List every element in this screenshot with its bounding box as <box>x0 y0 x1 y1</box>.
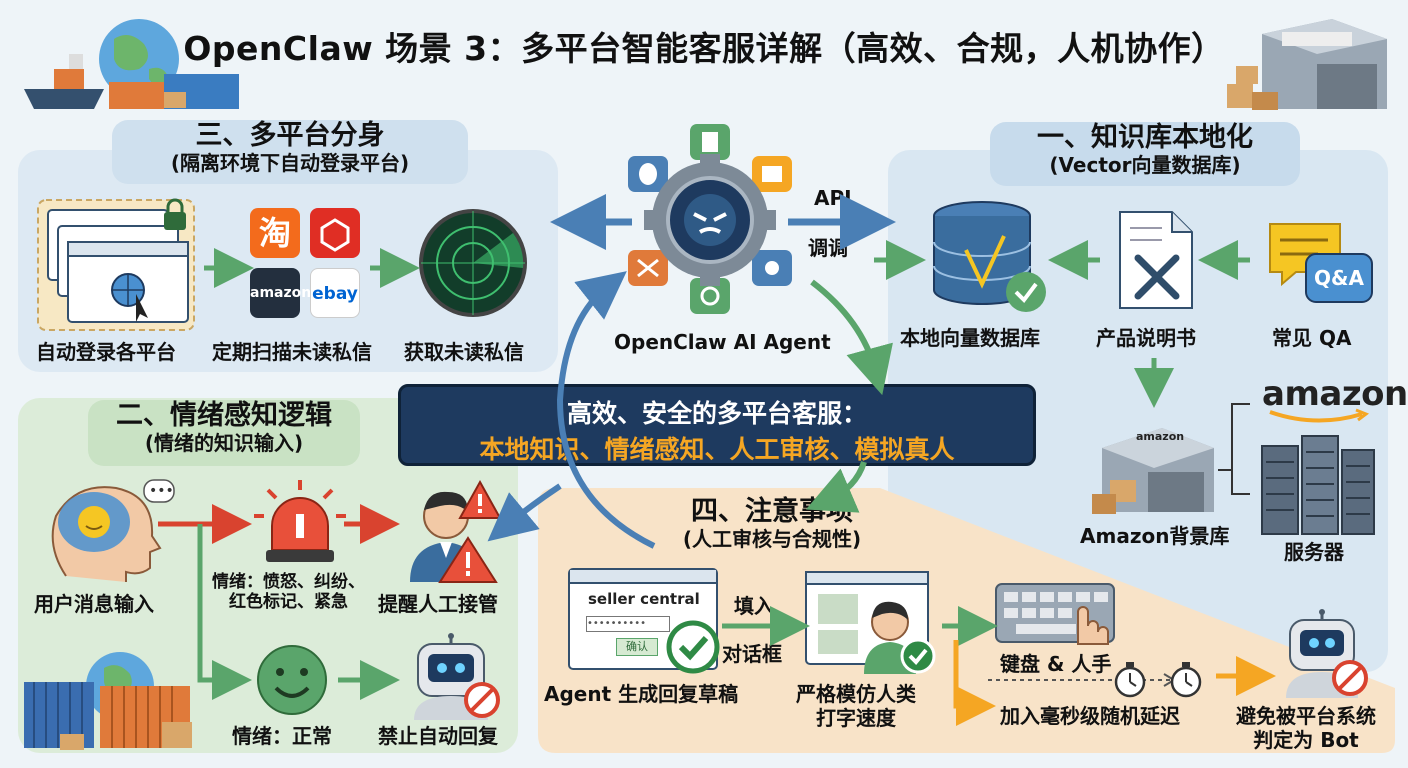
label-emotion-angry-line1: 情绪：愤怒、纠纷、 <box>212 572 365 592</box>
section1-title: 一、知识库本地化 <box>1037 122 1253 153</box>
platform-taobao-icon: 淘 <box>250 208 300 258</box>
section1-subtitle: (Vector向量数据库) <box>1049 152 1241 177</box>
label-mimic-typing: 严格模仿人类 打字速度 <box>796 682 916 730</box>
label-faq: 常见 QA <box>1272 326 1352 350</box>
check-circle-icon <box>666 620 720 674</box>
label-random-delay: 加入毫秒级随机延迟 <box>1000 704 1180 728</box>
label-mimic-typing-line2: 打字速度 <box>816 706 896 730</box>
label-product-manual: 产品说明书 <box>1096 326 1196 350</box>
robot-no-reply-icon <box>414 633 500 720</box>
platform-pinduoduo-icon <box>310 208 360 258</box>
label-no-auto-reply: 禁止自动回复 <box>378 724 498 748</box>
label-server: 服务器 <box>1284 540 1344 564</box>
label-vector-db: 本地向量数据库 <box>900 326 1040 350</box>
label-emotion-angry-line2: 红色标记、紧急 <box>229 592 348 613</box>
label-fetch-messages: 获取未读私信 <box>404 340 524 364</box>
platform-amazon-icon: amazon <box>250 268 311 318</box>
browser-windows-icon <box>37 198 195 331</box>
banner-line1: 高效、安全的多平台客服： <box>566 399 867 428</box>
label-auto-login: 自动登录各平台 <box>36 340 176 364</box>
label-emotion-normal: 情绪：正常 <box>232 724 332 748</box>
section3-subtitle: (隔离环境下自动登录平台) <box>170 150 410 175</box>
seller-central-logo: seller central <box>588 590 700 608</box>
robot-blocked-icon <box>1286 609 1368 698</box>
stopwatch-icons <box>988 662 1202 698</box>
amazon-smile-icon <box>1269 408 1370 423</box>
warehouse-corner-icon <box>1227 19 1387 110</box>
section4-subtitle: (人工审核与合规性) <box>682 526 862 551</box>
label-emotion-angry: 情绪：愤怒、纠纷、 红色标记、紧急 <box>212 572 365 613</box>
globe-ship-icon <box>24 19 239 109</box>
amazon-warehouse-icon <box>1092 428 1214 514</box>
product-manual-icon <box>1119 211 1193 309</box>
qa-icon-text: Q&A <box>1314 266 1364 290</box>
human-typing-icon <box>805 571 936 674</box>
label-agent-draft: Agent 生成回复草稿 <box>544 682 739 706</box>
section1-title-box: 一、知识库本地化 (Vector向量数据库) <box>990 122 1300 186</box>
radar-icon <box>419 209 527 317</box>
label-amazon-background: Amazon背景库 <box>1080 524 1230 548</box>
amazon-logo: amazon <box>1262 374 1408 414</box>
summary-banner: 高效、安全的多平台客服： 本地知识、情绪感知、人工审核、模拟真人 <box>398 384 1036 466</box>
keyboard-hand-icon <box>995 583 1115 645</box>
label-user-input: 用户消息输入 <box>34 592 154 616</box>
agent-gear-icon <box>628 124 792 314</box>
happy-face-icon <box>257 645 327 715</box>
label-dialog-box: 对话框 <box>722 642 782 666</box>
label-alert-human: 提醒人工接管 <box>378 592 498 616</box>
warehouse-sign-text: amazon <box>1136 430 1185 443</box>
section2-title: 二、情绪感知逻辑 <box>116 400 332 431</box>
label-fill-in: 填入 <box>734 594 774 618</box>
label-scan-messages: 定期扫描未读私信 <box>212 340 372 364</box>
reply-draft-input: •••••••••• <box>586 616 670 632</box>
confirm-button[interactable]: 确认 <box>616 638 658 656</box>
vector-database-icon <box>933 201 1046 312</box>
platform-ebay-icon: ebay <box>310 268 360 318</box>
section3-title-box: 三、多平台分身 (隔离环境下自动登录平台) <box>112 120 468 184</box>
red-siren-icon <box>254 480 346 562</box>
server-icon <box>1261 435 1375 535</box>
faq-chat-icon <box>1269 223 1373 303</box>
label-mimic-typing-line1: 严格模仿人类 <box>796 682 916 706</box>
label-avoid-bot: 避免被平台系统 判定为 Bot <box>1236 704 1376 752</box>
svg-text:•••: ••• <box>149 483 174 499</box>
human-agent-icon <box>410 479 502 583</box>
seller-central-window: seller central •••••••••• 确认 <box>568 568 718 670</box>
page-title: OpenClaw 场景 3：多平台智能客服详解（高效、合规，人机协作） <box>183 29 1225 68</box>
section2-subtitle: (情绪的知识输入) <box>144 430 304 455</box>
window-titlebar <box>570 570 716 584</box>
user-head-icon: ••• <box>51 479 175 582</box>
section3-title: 三、多平台分身 <box>195 120 385 151</box>
section2-title-box: 二、情绪感知逻辑 (情绪的知识输入) <box>88 400 360 466</box>
label-avoid-bot-line1: 避免被平台系统 <box>1236 704 1376 728</box>
banner-line2: 本地知识、情绪感知、人工审核、模拟真人 <box>479 435 955 464</box>
label-avoid-bot-line2: 判定为 Bot <box>1253 728 1359 752</box>
containers-globe-icon <box>24 652 192 750</box>
label-keyboard-hand: 键盘 & 人手 <box>1000 652 1112 676</box>
agent-label: OpenClaw AI Agent <box>614 330 831 354</box>
